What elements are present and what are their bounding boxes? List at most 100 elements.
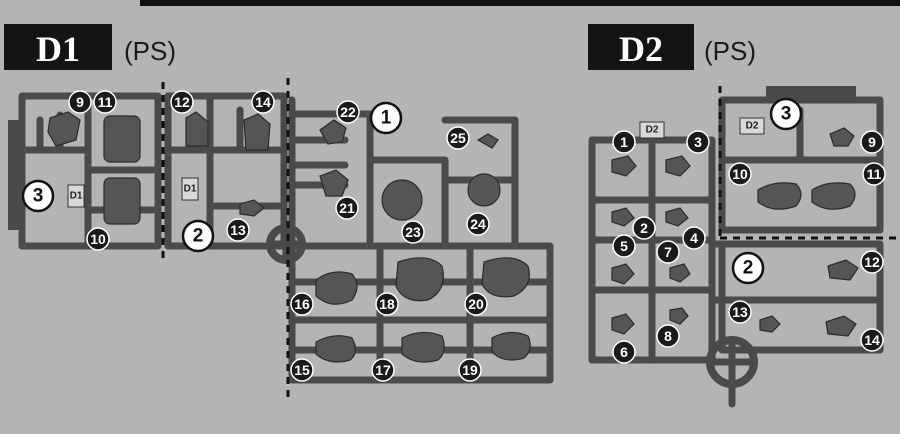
d2-part-callout-9: 9 bbox=[860, 130, 884, 154]
d2-title-box bbox=[588, 24, 694, 70]
d2-part-callout-circle bbox=[632, 216, 656, 240]
d1-part-callout-12: 18 bbox=[375, 292, 399, 316]
d1-gate-tag: D1 bbox=[70, 191, 83, 202]
d2-part-callout-circle bbox=[860, 250, 884, 274]
d1-gate-tag-2: D1 bbox=[184, 184, 197, 195]
d2-part-callout-circle bbox=[686, 130, 710, 154]
d2-part-callout-11: 12 bbox=[860, 250, 884, 274]
d1-material: (PS) bbox=[124, 36, 176, 66]
d1-part-callout-7: 21 bbox=[335, 196, 359, 220]
d1-part-callout-6: 22 bbox=[336, 100, 360, 124]
d2-part-callout-1: 3 bbox=[686, 130, 710, 154]
d1-part-callout-8: 23 bbox=[401, 220, 425, 244]
d2-part-callout-5: 7 bbox=[656, 240, 680, 264]
d1-part-callout-circle bbox=[290, 292, 314, 316]
d1-part-callout-circle bbox=[466, 212, 490, 236]
d1-section-marker-0: 3 bbox=[21, 179, 55, 213]
d1-part-callout-label: 23 bbox=[405, 224, 421, 240]
d2-part-callout-label: 11 bbox=[867, 166, 882, 182]
d1-title-box bbox=[4, 24, 112, 70]
d2-part-callout-circle bbox=[656, 324, 680, 348]
d1-part-callout-10: 24 bbox=[466, 212, 490, 236]
d2-part-callout-circle bbox=[860, 130, 884, 154]
d1-part-callout-label: 12 bbox=[174, 94, 190, 110]
d1-part-callout-circle bbox=[401, 220, 425, 244]
d1-part-callout-9: 25 bbox=[446, 126, 470, 150]
d2-part-callout-3: 4 bbox=[682, 226, 706, 250]
d2-part-callout-label: 1 bbox=[620, 134, 628, 150]
d2-part-callout-circle bbox=[860, 328, 884, 352]
d1-part-callout-circle bbox=[93, 90, 117, 114]
d1-part-callout-13: 20 bbox=[464, 292, 488, 316]
d2-part-callout-label: 12 bbox=[864, 254, 880, 270]
d2-part-callout-label: 9 bbox=[868, 134, 876, 150]
d1-section-markers: 321 bbox=[21, 101, 403, 253]
d2-part-callout-circle bbox=[682, 226, 706, 250]
d2-part-callout-circle bbox=[612, 340, 636, 364]
d2-part-callout-10: 11 bbox=[862, 162, 886, 186]
d1-section-marker-label: 2 bbox=[193, 226, 204, 247]
d1-part-callout-circle bbox=[170, 90, 194, 114]
d2-section-marker-circle bbox=[731, 251, 765, 285]
d1-section-marker-label: 3 bbox=[33, 186, 44, 207]
d1-part-callout-16: 19 bbox=[458, 358, 482, 382]
d2-section-marker-label: 3 bbox=[781, 104, 792, 125]
d1-part-callout-circle bbox=[226, 218, 250, 242]
d1-part-callout-label: 16 bbox=[294, 296, 310, 312]
d1-part-callout-circle bbox=[458, 358, 482, 382]
d1-part-callout-4: 14 bbox=[251, 90, 275, 114]
d2-section-marker-circle bbox=[769, 97, 803, 131]
d2-parts-shapes: D2 D2 bbox=[611, 117, 859, 337]
d2-section-marker-label: 2 bbox=[743, 258, 754, 279]
d1-part-callout-0: 9 bbox=[68, 90, 92, 114]
d2-part-callout-circle bbox=[656, 240, 680, 264]
d1-part-callout-label: 21 bbox=[339, 200, 355, 216]
d2-part-callout-8: 10 bbox=[728, 162, 752, 186]
d2-part-callout-circle bbox=[612, 130, 636, 154]
d1-section-marker-label: 1 bbox=[381, 108, 392, 129]
d1-part-callout-14: 15 bbox=[290, 358, 314, 382]
d1-part-callout-circle bbox=[336, 100, 360, 124]
d2-part-callout-circle bbox=[728, 162, 752, 186]
d1-section-marker-1: 2 bbox=[181, 219, 215, 253]
d2-part-callout-circle bbox=[612, 234, 636, 258]
d2-heading: D2 (PS) bbox=[588, 24, 756, 70]
d2-section-marker-0: 3 bbox=[769, 97, 803, 131]
d2-part-callout-7: 6 bbox=[612, 340, 636, 364]
d1-part-callout-circle bbox=[375, 292, 399, 316]
d1-part-callout-label: 24 bbox=[470, 216, 486, 232]
d1-part-callout-circle bbox=[86, 227, 110, 251]
d1-part-callout-label: 20 bbox=[468, 296, 484, 312]
d1-part-callout-label: 13 bbox=[230, 222, 246, 238]
d1-part-callout-circle bbox=[290, 358, 314, 382]
d2-part-callout-6: 8 bbox=[656, 324, 680, 348]
d1-part-callout-2: 10 bbox=[86, 227, 110, 251]
d1-parts-shapes: D1 D1 bbox=[47, 111, 531, 363]
d2-part-callout-label: 4 bbox=[690, 230, 698, 246]
d2-section-marker-1: 2 bbox=[731, 251, 765, 285]
d1-heading: D1 (PS) bbox=[4, 24, 176, 70]
d1-part-callout-3: 12 bbox=[170, 90, 194, 114]
d2-part-callout-label: 6 bbox=[620, 344, 628, 360]
top-rule bbox=[140, 0, 900, 6]
d1-part-callout-label: 17 bbox=[375, 362, 391, 378]
d2-gate-tag: D2 bbox=[646, 125, 659, 136]
d2-part-callout-circle bbox=[728, 300, 752, 324]
d1-part-callout-circle bbox=[446, 126, 470, 150]
d1-part-callout-circle bbox=[464, 292, 488, 316]
d2-part-callout-label: 2 bbox=[640, 220, 648, 236]
d1-section-marker-2: 1 bbox=[369, 101, 403, 135]
d2-part-callout-13: 14 bbox=[860, 328, 884, 352]
d1-title: D1 bbox=[36, 29, 80, 69]
d2-part-callout-12: 13 bbox=[728, 300, 752, 324]
d2-title: D2 bbox=[619, 29, 663, 69]
d1-part-callout-label: 19 bbox=[462, 362, 478, 378]
d1-part-callout-label: 14 bbox=[255, 94, 271, 110]
d2-part-callout-label: 3 bbox=[694, 134, 702, 150]
d1-part-callout-label: 9 bbox=[76, 94, 84, 110]
d1-part-callout-label: 11 bbox=[98, 94, 113, 110]
d1-part-callout-11: 16 bbox=[290, 292, 314, 316]
